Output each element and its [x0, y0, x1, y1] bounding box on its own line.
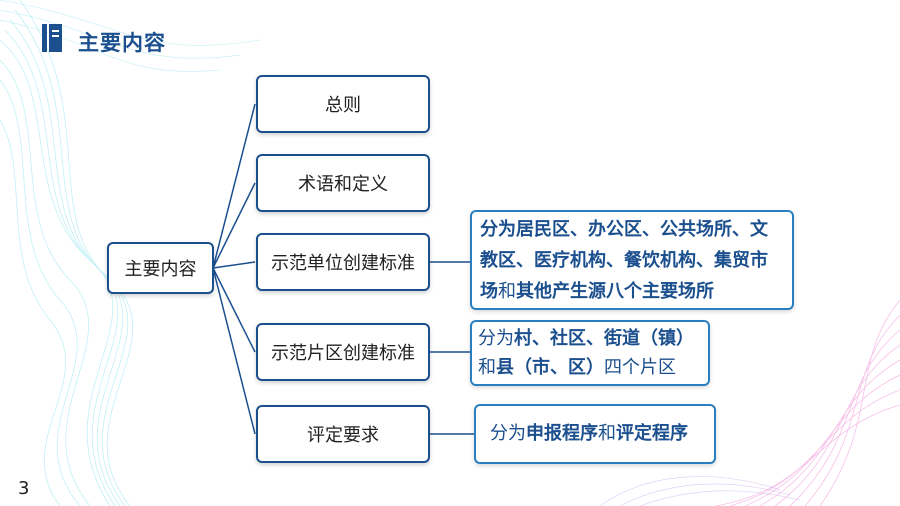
root-node: 主要内容	[107, 242, 214, 294]
detail-line: 教区、医疗机构、餐饮机构、集贸市	[480, 250, 768, 271]
page-number: 3	[18, 478, 30, 499]
branch-label: 示范片区创建标准	[271, 343, 415, 364]
branch-label: 评定要求	[307, 425, 379, 446]
detail-unit-standard: 分为居民区、办公区、公共场所、文 教区、医疗机构、餐饮机构、集贸市 场和其他产生…	[470, 210, 794, 310]
detail-line: 场和其他产生源八个主要场所	[480, 281, 714, 302]
branch-district-standard: 示范片区创建标准	[256, 323, 430, 381]
branch-general: 总则	[256, 75, 430, 133]
detail-line: 和县（市、区）四个片区	[478, 357, 676, 378]
branch-label: 总则	[325, 95, 361, 116]
branch-label: 术语和定义	[298, 174, 388, 195]
book-icon	[42, 24, 62, 52]
detail-line: 分为居民区、办公区、公共场所、文	[480, 219, 768, 240]
detail-line: 分为村、社区、街道（镇）	[478, 328, 694, 349]
page-title: 主要内容	[78, 31, 166, 55]
branch-unit-standard: 示范单位创建标准	[256, 233, 430, 291]
detail-district-standard: 分为村、社区、街道（镇） 和县（市、区）四个片区	[470, 320, 710, 386]
branch-label: 示范单位创建标准	[271, 253, 415, 274]
branch-evaluation-requirements: 评定要求	[256, 405, 430, 463]
detail-evaluation: 分为申报程序和评定程序	[474, 404, 716, 464]
root-node-label: 主要内容	[124, 259, 197, 280]
branch-terms-definitions: 术语和定义	[256, 154, 430, 212]
